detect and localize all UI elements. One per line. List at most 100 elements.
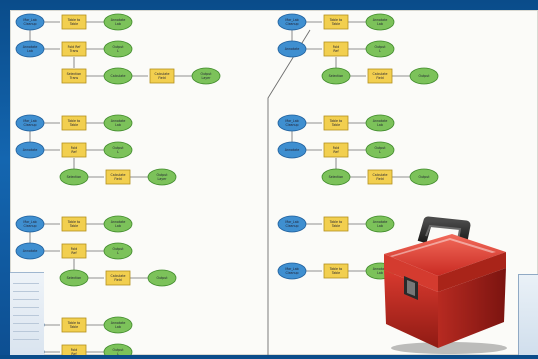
node-label: Ref: [71, 352, 77, 355]
node-label: Annotate: [23, 249, 38, 253]
node-label: Cleanup: [285, 224, 298, 228]
node-label: Lab: [377, 224, 383, 228]
node-label: Annotate: [111, 18, 126, 22]
node-label: Output: [374, 45, 386, 49]
node-label: Lab: [115, 224, 121, 228]
node-label: Annotate: [285, 148, 300, 152]
node-label: Annotate: [373, 267, 388, 271]
node-label: Ref: [71, 251, 77, 255]
diagram-node-input: Annotate: [15, 242, 45, 260]
node-label: Output: [112, 348, 124, 352]
node-label: Output: [156, 173, 168, 177]
node-label: Trans: [69, 76, 79, 80]
node-label: Cleanup: [285, 22, 298, 26]
node-label: Field: [376, 177, 383, 181]
node-label: Calculate: [155, 72, 170, 76]
diagram-node-output: Selection: [321, 168, 351, 186]
node-label: Ref: [333, 49, 339, 53]
node-label: Trans: [69, 49, 79, 53]
node-label: L: [379, 49, 381, 53]
node-label: Fold: [71, 146, 78, 150]
node-label: Table: [69, 224, 78, 228]
background-window-right: [518, 274, 538, 355]
node-label: Fold: [71, 247, 78, 251]
node-label: Output: [200, 72, 212, 76]
diagram-node-output: Selection: [59, 168, 89, 186]
node-label: Table to: [329, 119, 343, 123]
node-label: Field: [114, 278, 121, 282]
node-label: L: [379, 150, 381, 154]
node-label: Mar_Lab: [285, 18, 298, 22]
node-label: Annotate: [373, 18, 388, 22]
node-label: Lab: [115, 325, 121, 329]
node-label: Annotate: [111, 220, 126, 224]
diagram-node-output: Selection: [59, 269, 89, 287]
connector-layer: [29, 21, 410, 355]
node-label: Output: [418, 175, 430, 179]
node-label: Annotate: [111, 321, 126, 325]
node-label: Fold Ref: [68, 45, 82, 49]
node-label: Mar_Lab: [23, 220, 36, 224]
node-label: Table to: [329, 267, 343, 271]
diagram-node-output: Output: [147, 269, 177, 287]
node-label: Calculate: [111, 274, 126, 278]
node-label: Fold: [333, 146, 340, 150]
node-label: Layer: [202, 76, 212, 80]
node-label: Cleanup: [285, 123, 298, 127]
node-label: Calculate: [111, 173, 126, 177]
node-label: Lab: [115, 123, 121, 127]
node-label: Lab: [27, 49, 33, 53]
diagram-node-input: Annotate: [277, 40, 307, 58]
node-label: Fold: [71, 348, 78, 352]
node-label: Mar_Lab: [285, 267, 298, 271]
node-label: Calculate: [373, 173, 388, 177]
node-label: Table: [69, 123, 78, 127]
node-label: Table to: [67, 18, 81, 22]
node-label: Selection: [329, 175, 344, 179]
node-label: Fold: [333, 45, 340, 49]
node-label: Calculate: [373, 72, 388, 76]
node-label: Selection: [67, 276, 82, 280]
node-label: Layer: [158, 177, 168, 181]
background-window-left: [10, 272, 44, 355]
node-label: Mar_Lab: [23, 18, 36, 22]
node-label: Mar_Lab: [23, 119, 36, 123]
diagram-node-output: Output: [409, 67, 439, 85]
node-label: Mar_Lab: [285, 220, 298, 224]
